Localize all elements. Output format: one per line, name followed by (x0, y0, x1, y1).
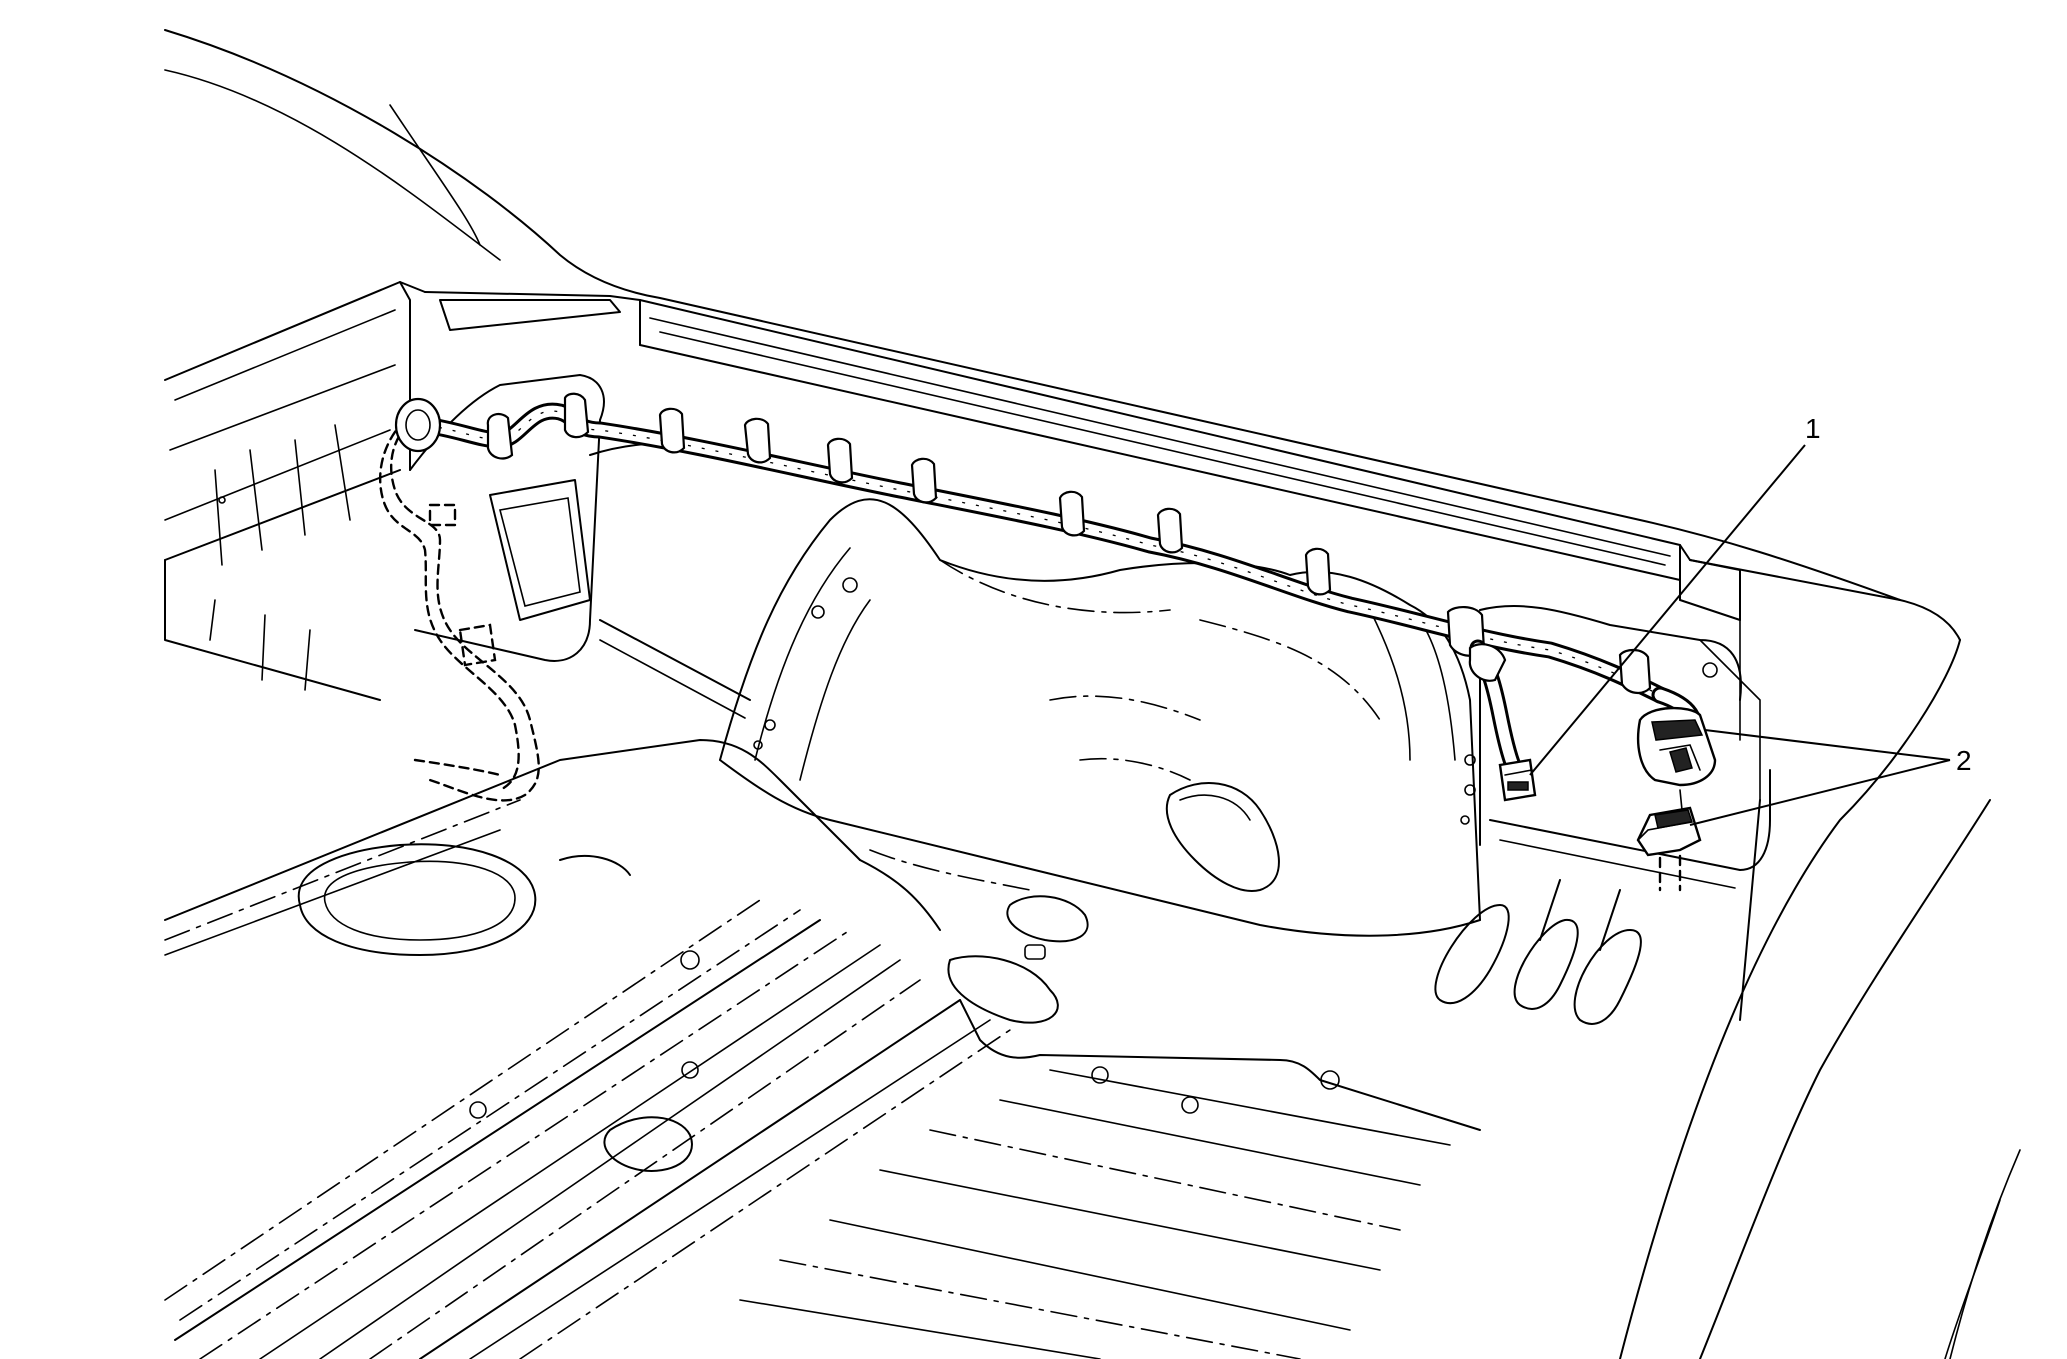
right-bed-side (1619, 639, 2021, 1359)
leader-lines (1529, 444, 1951, 826)
grommet (394, 397, 442, 453)
bed-floor (164, 739, 1481, 1359)
connector-1 (1498, 758, 1537, 802)
harness-clip (1304, 547, 1332, 596)
leader-line-2a (1704, 729, 1951, 761)
harness-clip (563, 392, 590, 439)
harness-clip (658, 407, 686, 454)
harness-clip (1156, 507, 1184, 554)
hidden-harness-route (378, 413, 540, 802)
left-side-wall (164, 281, 426, 701)
right-bed-corner (1434, 605, 1771, 1025)
harness-clip (1618, 648, 1652, 694)
wiring-harness (394, 392, 1703, 779)
leader-line-1 (1529, 444, 1806, 776)
bed-front-rail (424, 291, 1961, 741)
harness-clip (1058, 490, 1086, 537)
harness-clip (910, 457, 938, 504)
harness-clip (743, 417, 772, 464)
harness-clip (826, 437, 854, 484)
callout-1: 1 (1805, 413, 1821, 444)
callout-2: 2 (1956, 745, 1972, 776)
wheel-well (719, 498, 1481, 937)
connector-2 (1636, 706, 1717, 892)
harness-clip (486, 412, 514, 460)
cab-outline (164, 29, 1901, 601)
leader-line-2b (1689, 759, 1951, 826)
